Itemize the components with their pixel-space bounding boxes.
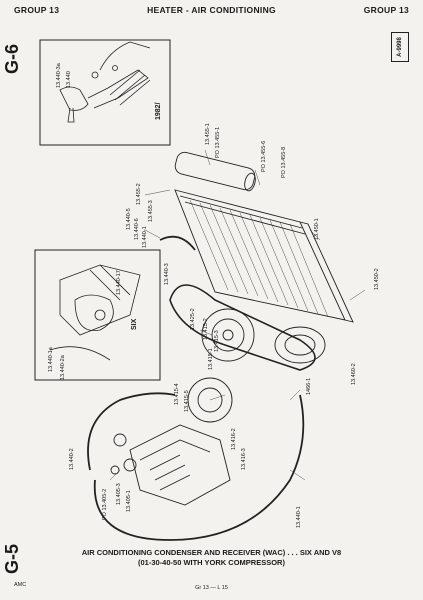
part-label: 1466-1 <box>306 378 312 395</box>
footer-page-ref: Gr 13 — L 15 <box>195 585 228 591</box>
inset-left-label-1: 13.440-17 <box>116 270 122 295</box>
part-label: 13.440-6 <box>134 218 140 240</box>
receiver-drier <box>174 151 256 192</box>
part-label: 13.455-3 <box>148 200 154 222</box>
part-label: 13.450-1 <box>314 218 320 240</box>
part-label: 13.460-2 <box>351 363 357 385</box>
header-group-left: GROUP 13 <box>14 5 60 15</box>
inset-top-year: 1982/ <box>155 102 162 120</box>
part-label: 13.450-2 <box>374 268 380 290</box>
part-label: PO 13.455-6 <box>261 141 267 172</box>
caption-line-2: (01-30-40-50 WITH YORK COMPRESSOR) <box>138 558 285 567</box>
inset-left-engine: SIX <box>131 318 138 330</box>
part-label: 13.440-1 <box>296 506 302 528</box>
part-label: 13.416-3 <box>241 448 247 470</box>
part-label: 13.415-5 <box>184 390 190 412</box>
part-label: PO 13.455-1 <box>215 127 221 158</box>
figure-caption: AIR CONDITIONING CONDENSER AND RECEIVER … <box>0 548 423 568</box>
leader-lines <box>109 149 366 481</box>
part-label: PO 13.405-2 <box>102 489 108 520</box>
refrigerant-hoses <box>87 235 305 541</box>
part-label: 13.440-1 <box>142 226 148 248</box>
inset-top-label-2: 13.440 <box>66 71 72 88</box>
part-label: 13.405-1 <box>126 490 132 512</box>
inset-left: 13.440-17 13.440-1a 13.440-2a SIX <box>34 249 161 381</box>
part-label: 13.440-3 <box>164 263 170 285</box>
part-label: 13.416-2 <box>231 428 237 450</box>
inset-left-label-2: 13.440-1a <box>48 346 54 372</box>
part-label: 13.415-1 <box>208 348 214 370</box>
caption-line-1: AIR CONDITIONING CONDENSER AND RECEIVER … <box>81 548 342 557</box>
header-group-right: GROUP 13 <box>363 5 409 15</box>
part-label: 13.405-3 <box>116 483 122 505</box>
part-label: PO 13.455-8 <box>281 147 287 178</box>
part-label: 13.440-2 <box>69 448 75 470</box>
part-label: 13.415-2 <box>203 318 209 340</box>
inset-left-label-3: 13.440-2a <box>60 354 66 380</box>
part-labels: 13.455-2 13.455-1 PO 13.455-1 PO 13.455-… <box>69 123 380 528</box>
part-label: 13.415-3 <box>214 330 220 352</box>
part-label: 13.455-1 <box>205 123 211 145</box>
part-label: 13.415-4 <box>174 383 180 405</box>
figure-tag: A-9998 <box>391 32 409 62</box>
part-label: 13.440-5 <box>126 208 132 230</box>
part-label: 13.455-2 <box>136 183 142 205</box>
inset-top: 13.440-3a 13.440 1982/ <box>39 39 171 146</box>
inset-top-label-1: 13.440-3a <box>56 62 62 88</box>
header-title: HEATER - AIR CONDITIONING <box>147 5 276 15</box>
footer-brand: AMC <box>14 582 27 588</box>
compressor <box>110 424 231 506</box>
drive-belt <box>169 284 316 371</box>
part-label: 13.425-2 <box>190 308 196 330</box>
condenser <box>174 189 354 323</box>
